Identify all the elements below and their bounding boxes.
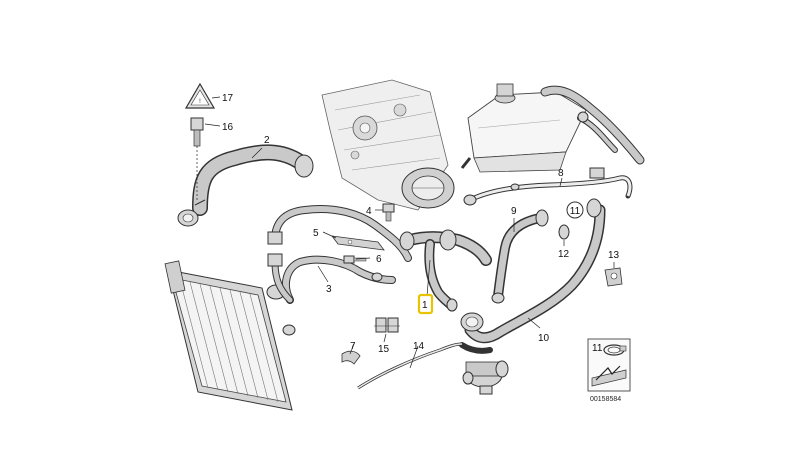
callout-1: 1 [422,300,428,311]
callout-6: 6 [376,254,382,265]
reference-number: 00158584 [590,396,621,403]
callout-16: 16 [222,122,234,133]
reference-box: 11 00158584 [587,338,631,403]
callout-10: 10 [538,333,550,344]
warning-triangle-icon: ! [184,82,216,109]
hose-upper-loop[interactable] [267,205,412,304]
temperature-sensor[interactable] [190,117,204,200]
callout-15: 15 [378,344,390,355]
arrow-pointer-icon [591,365,627,387]
callout-14: 14 [413,341,425,352]
callout-11-circle: 11 [566,201,584,219]
bracket-13[interactable] [604,267,623,287]
callout-8: 8 [558,168,564,179]
bolt-4[interactable] [382,203,395,222]
clip-7[interactable] [341,350,361,365]
callout-12: 12 [558,249,570,260]
clips-15[interactable] [374,317,400,333]
callout-13: 13 [608,250,620,261]
callout-11: 11 [570,206,581,217]
cable-tie-14[interactable] [357,342,463,390]
callout-7: 7 [350,341,356,352]
expansion-tank[interactable] [460,83,587,173]
hose-2[interactable] [177,144,314,227]
upper-pipes [540,85,645,165]
bracket-5[interactable] [331,235,385,251]
callout-3: 3 [326,284,332,295]
callout-4: 4 [366,206,372,217]
auxiliary-water-pump[interactable] [459,342,509,395]
callout-labels: 1 2 3 4 5 6 7 8 9 10 11 12 13 14 15 16 1… [222,93,620,355]
pipe-8[interactable] [463,167,633,206]
engine-housing [321,79,455,211]
clip-12[interactable] [558,224,570,240]
reference-box-label: 11 [592,343,603,354]
callout-9: 9 [511,206,517,217]
hose-1[interactable] [399,229,492,312]
screw-6[interactable] [343,255,367,264]
leader-lines [204,96,615,369]
callout-1-highlight [417,293,434,315]
svg-text:!: ! [199,99,201,105]
callout-5: 5 [313,228,319,239]
hose-9[interactable] [491,209,549,304]
radiator[interactable] [164,260,296,411]
hose-3[interactable] [281,255,396,304]
hose-10[interactable] [460,198,606,344]
callout-17: 17 [222,93,234,104]
callout-2: 2 [264,135,270,146]
hose-clamp-icon [603,344,627,356]
